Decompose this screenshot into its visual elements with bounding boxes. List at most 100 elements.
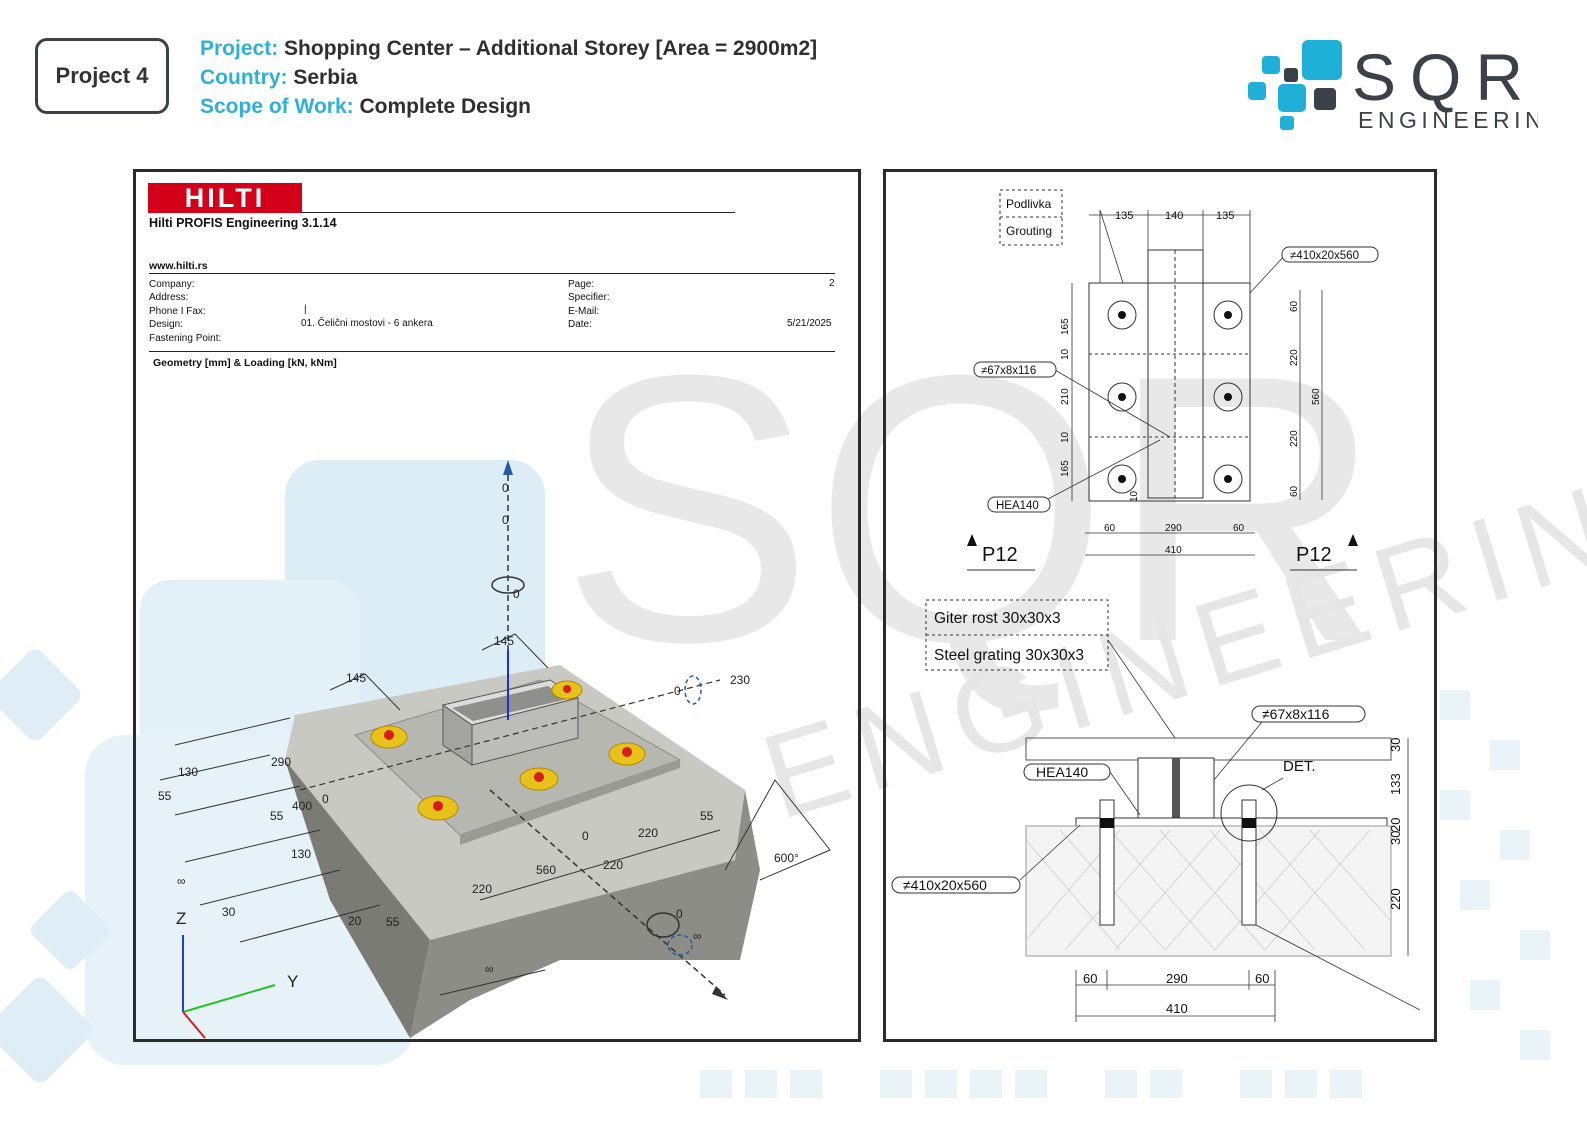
plan-left-dim: 165 bbox=[1060, 318, 1071, 335]
dim-label: 220 bbox=[603, 858, 623, 872]
plan-left-dim: 165 bbox=[1060, 460, 1071, 477]
section-bottom-dim: 60 bbox=[1083, 971, 1097, 986]
dim-label: 0 bbox=[322, 792, 329, 806]
dim-label: 220 bbox=[638, 826, 658, 840]
field-date: Date: bbox=[568, 319, 592, 331]
dim-label: 400 bbox=[292, 799, 312, 813]
dim-label: ∞ bbox=[485, 962, 494, 976]
dim-label: 600° bbox=[774, 851, 799, 865]
plan-column-tag: HEA140 bbox=[996, 500, 1039, 512]
field-address: Address: bbox=[149, 292, 189, 304]
dim-label: 55 bbox=[386, 915, 400, 929]
section-bottom-total: 410 bbox=[1166, 1001, 1188, 1016]
project-value: Shopping Center – Additional Storey [Are… bbox=[284, 37, 818, 60]
plan-overall-dim: 560 bbox=[1311, 388, 1322, 405]
detail-label: DET. bbox=[1283, 758, 1316, 775]
svg-text:HILTI: HILTI bbox=[185, 183, 265, 213]
dim-label: 55 bbox=[270, 809, 284, 823]
dim-label: 20 bbox=[348, 914, 362, 928]
logo-mark-icon bbox=[1248, 40, 1342, 130]
section-right-dim: 220 bbox=[1388, 888, 1403, 910]
hilti-rule-bottom bbox=[149, 351, 835, 352]
dim-label: 145 bbox=[494, 634, 514, 648]
section-mark-right: P12 bbox=[1296, 544, 1332, 566]
svg-text:SQR: SQR bbox=[560, 296, 1383, 721]
section-right-dim: 30 bbox=[1388, 738, 1403, 752]
dim-label: 290 bbox=[271, 755, 291, 769]
plan-left-dim: 210 bbox=[1060, 388, 1071, 405]
grating-label-en: Steel grating 30x30x3 bbox=[934, 647, 1084, 664]
dim-label: ∞ bbox=[177, 874, 186, 888]
plan-right-dim: 220 bbox=[1289, 430, 1300, 447]
scope-label: Scope of Work: bbox=[200, 95, 354, 118]
dim-label: 0 bbox=[582, 829, 589, 843]
plan-bottom-dim: 60 bbox=[1104, 523, 1116, 534]
section-mark-left: P12 bbox=[982, 544, 1018, 566]
hilti-website: www.hilti.rs bbox=[149, 260, 208, 272]
hilti-report-panel bbox=[133, 169, 861, 1042]
scope-value: Complete Design bbox=[359, 95, 531, 118]
geometry-section-title: Geometry [mm] & Loading [kN, kNm] bbox=[153, 357, 337, 369]
section-column-tag: HEA140 bbox=[1036, 764, 1088, 780]
hilti-right-fields: Page: Specifier: E-Mail: Date: bbox=[568, 278, 610, 332]
section-stiffener-tag: ≠67x8x116 bbox=[1262, 706, 1330, 722]
section-right-dim: 133 bbox=[1388, 773, 1403, 795]
dim-label: 130 bbox=[178, 765, 198, 779]
dim-label: 130 bbox=[291, 847, 311, 861]
field-fastening-point: Fastening Point: bbox=[149, 332, 222, 344]
plan-top-dim: 135 bbox=[1115, 210, 1133, 222]
date-value: 5/21/2025 bbox=[787, 318, 832, 329]
section-right-dim: 20 bbox=[1388, 818, 1403, 832]
country-label: Country: bbox=[200, 66, 288, 89]
anchor-washers bbox=[370, 680, 646, 821]
plan-plate-tag: ≠410x20x560 bbox=[1290, 250, 1359, 262]
dim-label: 145 bbox=[346, 671, 366, 685]
hilti-logo bbox=[148, 183, 302, 213]
design-value: 01. Čelični mostovi - 6 ankera bbox=[301, 318, 433, 329]
plan-small-dim: 10 bbox=[1129, 490, 1140, 502]
logo-title: SQR bbox=[1352, 40, 1537, 114]
page-value: 2 bbox=[829, 278, 835, 289]
plan-right-dim: 60 bbox=[1289, 300, 1300, 312]
plan-bolts bbox=[1107, 300, 1243, 494]
dim-label: 0 bbox=[674, 684, 681, 698]
dim-label: ∞ bbox=[693, 929, 702, 943]
hilti-left-fields: Company: Address: Phone I Fax: Design: F… bbox=[149, 278, 221, 345]
dim-label: 0 bbox=[676, 907, 683, 921]
z-axis-label: Z bbox=[176, 909, 186, 928]
technical-drawing-panel bbox=[883, 169, 1437, 1042]
section-bottom-dim: 290 bbox=[1166, 971, 1188, 986]
section-plate-tag: ≠410x20x560 bbox=[903, 877, 987, 893]
project-label: Project: bbox=[200, 37, 279, 60]
plan-top-dim: 135 bbox=[1216, 210, 1234, 222]
field-specifier: Specifier: bbox=[568, 292, 610, 304]
plan-bottom-total: 410 bbox=[1165, 545, 1182, 556]
dim-label: 560 bbox=[536, 863, 556, 877]
field-email: E-Mail: bbox=[568, 305, 600, 317]
plan-right-dim: 220 bbox=[1289, 349, 1300, 366]
note-grouting: Grouting bbox=[1006, 224, 1052, 238]
y-axis-label: Y bbox=[287, 972, 298, 991]
dim-label: 230 bbox=[730, 673, 750, 687]
project-number-badge: Project 4 bbox=[35, 38, 169, 114]
hilti-product: Hilti PROFIS Engineering 3.1.14 bbox=[149, 216, 337, 230]
field-phone: Phone I Fax: bbox=[149, 305, 206, 317]
dim-label: 0 bbox=[502, 513, 509, 527]
hilti-header-rule bbox=[302, 212, 735, 213]
plan-bottom-dim: 60 bbox=[1233, 523, 1245, 534]
plan-right-dim: 60 bbox=[1289, 485, 1300, 497]
anchor-plate-3d-model: 145 145 230 0 0 0 0 0 0 0 ∞ 130 55 290 4… bbox=[158, 460, 831, 1039]
hilti-logo-text: HILTI bbox=[185, 183, 265, 213]
grating-label-hr: Giter rost 30x30x3 bbox=[934, 610, 1061, 627]
plan-top-dim: 140 bbox=[1165, 210, 1183, 222]
plan-left-dim: 10 bbox=[1060, 348, 1071, 360]
logo-subtitle: ENGINEERING bbox=[1358, 107, 1538, 133]
dim-label: 220 bbox=[472, 882, 492, 896]
dim-label: 0 bbox=[502, 481, 509, 495]
phone-separator: | bbox=[304, 304, 307, 315]
field-page: Page: bbox=[568, 279, 595, 290]
section-bottom-dim: 60 bbox=[1255, 971, 1269, 986]
dim-label: 0 bbox=[513, 587, 520, 601]
dim-label: 55 bbox=[158, 789, 172, 803]
